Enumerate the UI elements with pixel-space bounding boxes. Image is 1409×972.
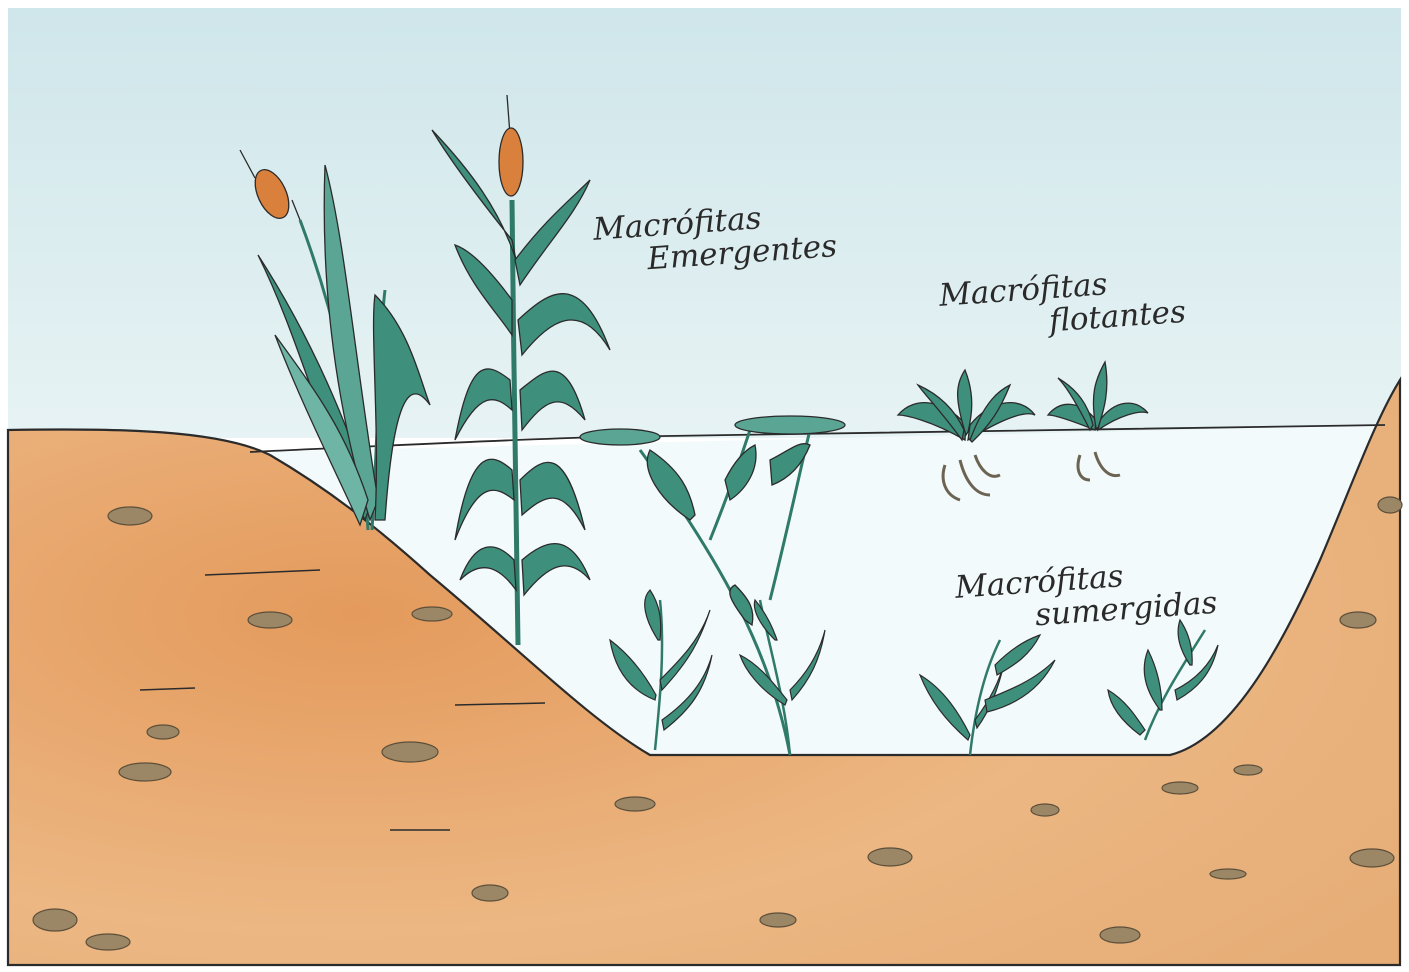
pond-cross-section-drawing (0, 0, 1409, 972)
pond-illustration: Macrófitas Emergentes Macrófitas flotant… (0, 0, 1409, 972)
